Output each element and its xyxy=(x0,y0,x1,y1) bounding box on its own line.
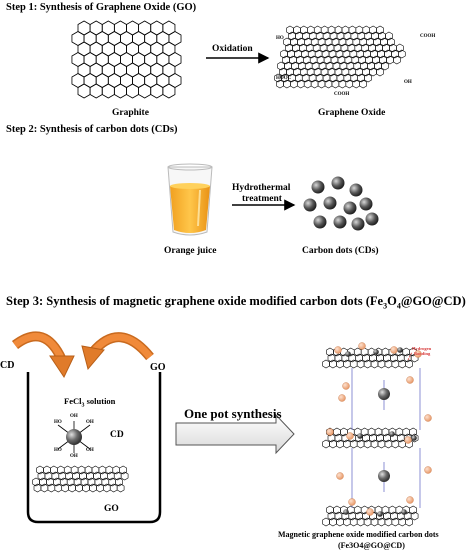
beaker-cd-label: CD xyxy=(110,430,124,440)
carbon-dot xyxy=(349,183,363,197)
product-carbon-dot xyxy=(397,347,403,353)
graphite-hex xyxy=(126,83,140,99)
fe-center xyxy=(378,470,390,482)
linker-node xyxy=(342,382,350,390)
linker-node xyxy=(404,436,412,444)
beaker-go-label: GO xyxy=(104,504,119,514)
fecl3-solution-label: FeCl3 solution xyxy=(64,396,116,409)
beaker-oh-3: OH xyxy=(70,414,78,419)
linker-node xyxy=(326,428,334,436)
product-carbon-dot xyxy=(389,431,395,437)
carbon-dots-label: Carbon dots (CDs) xyxy=(302,246,379,256)
linker-node xyxy=(390,346,398,354)
product-label-1: Magnetic graphene oxide modified carbon … xyxy=(278,530,439,539)
beaker-oh-1: HO xyxy=(54,420,62,425)
linker-node xyxy=(348,498,356,506)
go-input-label: GO xyxy=(150,362,166,373)
hydrothermal-label-2: treatment xyxy=(242,194,282,204)
carbon-dot xyxy=(303,198,317,212)
fe-complex-beaker xyxy=(57,421,91,453)
beaker-oh-2: OH xyxy=(86,420,94,425)
orange-juice-glass xyxy=(167,163,213,236)
cd-input-label: CD xyxy=(0,360,15,371)
graphene-oxide-lattice xyxy=(274,25,406,89)
linker-node xyxy=(406,496,414,504)
carbon-dot xyxy=(313,215,327,229)
oxidation-label: Oxidation xyxy=(212,44,253,54)
product-carbon-dot xyxy=(377,511,383,517)
graphite-hex xyxy=(138,83,152,99)
beaker xyxy=(26,372,162,524)
carbon-dot xyxy=(311,180,325,194)
go-oh-1: OH xyxy=(404,80,412,85)
carbon-dot xyxy=(333,215,347,229)
graphite-label: Graphite xyxy=(112,108,149,118)
step2-title: Step 2: Synthesis of carbon dots (CDs) xyxy=(6,124,178,135)
hydrothermal-label-1: Hydrothermal xyxy=(232,183,291,193)
product-carbon-dot xyxy=(411,435,417,441)
go-sheet-beaker xyxy=(32,465,129,493)
linker-node xyxy=(334,346,342,354)
graphite-lattice xyxy=(71,20,182,99)
carbon-dot xyxy=(331,176,345,190)
linker-node xyxy=(346,432,354,440)
linker-node xyxy=(414,350,422,358)
go-cooh-1: COOH xyxy=(420,34,436,39)
carbon-dot xyxy=(351,217,365,231)
product-carbon-dot xyxy=(401,509,407,515)
graphite-hex xyxy=(113,83,127,99)
linker-node xyxy=(406,376,414,384)
graphene-oxide-label: Graphene Oxide xyxy=(318,108,386,118)
orange-juice-label: Orange juice xyxy=(164,246,217,256)
carbon-dot xyxy=(365,212,379,226)
carbon-dots-cluster xyxy=(303,176,379,231)
hbond-label-2: Bonding xyxy=(414,351,431,356)
beaker-oh-4: HO xyxy=(54,448,62,453)
carbon-dot xyxy=(359,197,373,211)
product-structure xyxy=(322,342,432,527)
hbond-label-1: Hydrogen xyxy=(412,346,432,351)
linker-node xyxy=(336,472,344,480)
go-ho-2: HOOC xyxy=(276,76,292,81)
graphite-hex xyxy=(89,83,103,99)
go-cooh-2: COOH xyxy=(334,92,350,97)
product-carbon-dot xyxy=(345,351,351,357)
product-carbon-dot xyxy=(357,433,363,439)
product-carbon-dot xyxy=(373,349,379,355)
product-go-sheet xyxy=(322,427,419,449)
step3-title: Step 3: Synthesis of magnetic graphene o… xyxy=(6,294,466,311)
carbon-dot xyxy=(323,196,337,210)
graphite-hex xyxy=(162,83,176,99)
step1-title: Step 1: Synthesis of Graphene Oxide (GO) xyxy=(6,2,197,13)
carbon-dot xyxy=(343,201,357,215)
linker-node xyxy=(358,342,366,350)
hbond-line xyxy=(407,351,413,361)
one-pot-label: One pot synthesis xyxy=(184,406,282,421)
linker-node xyxy=(424,414,432,422)
linker-node xyxy=(424,466,432,474)
linker-node xyxy=(338,394,346,402)
graphite-hex xyxy=(77,83,91,99)
graphite-hex xyxy=(150,83,164,99)
beaker-oh-5: OH xyxy=(86,448,94,453)
graphite-hex xyxy=(101,83,115,99)
product-label-2: (Fe3O4@GO@CD) xyxy=(338,541,405,550)
fe-center xyxy=(378,388,390,400)
go-ho-1: HO xyxy=(276,36,284,41)
linker-node xyxy=(366,508,374,516)
one-pot-arrow xyxy=(175,413,295,455)
beaker-oh-6: OH xyxy=(70,454,78,459)
product-carbon-dot xyxy=(343,509,349,515)
